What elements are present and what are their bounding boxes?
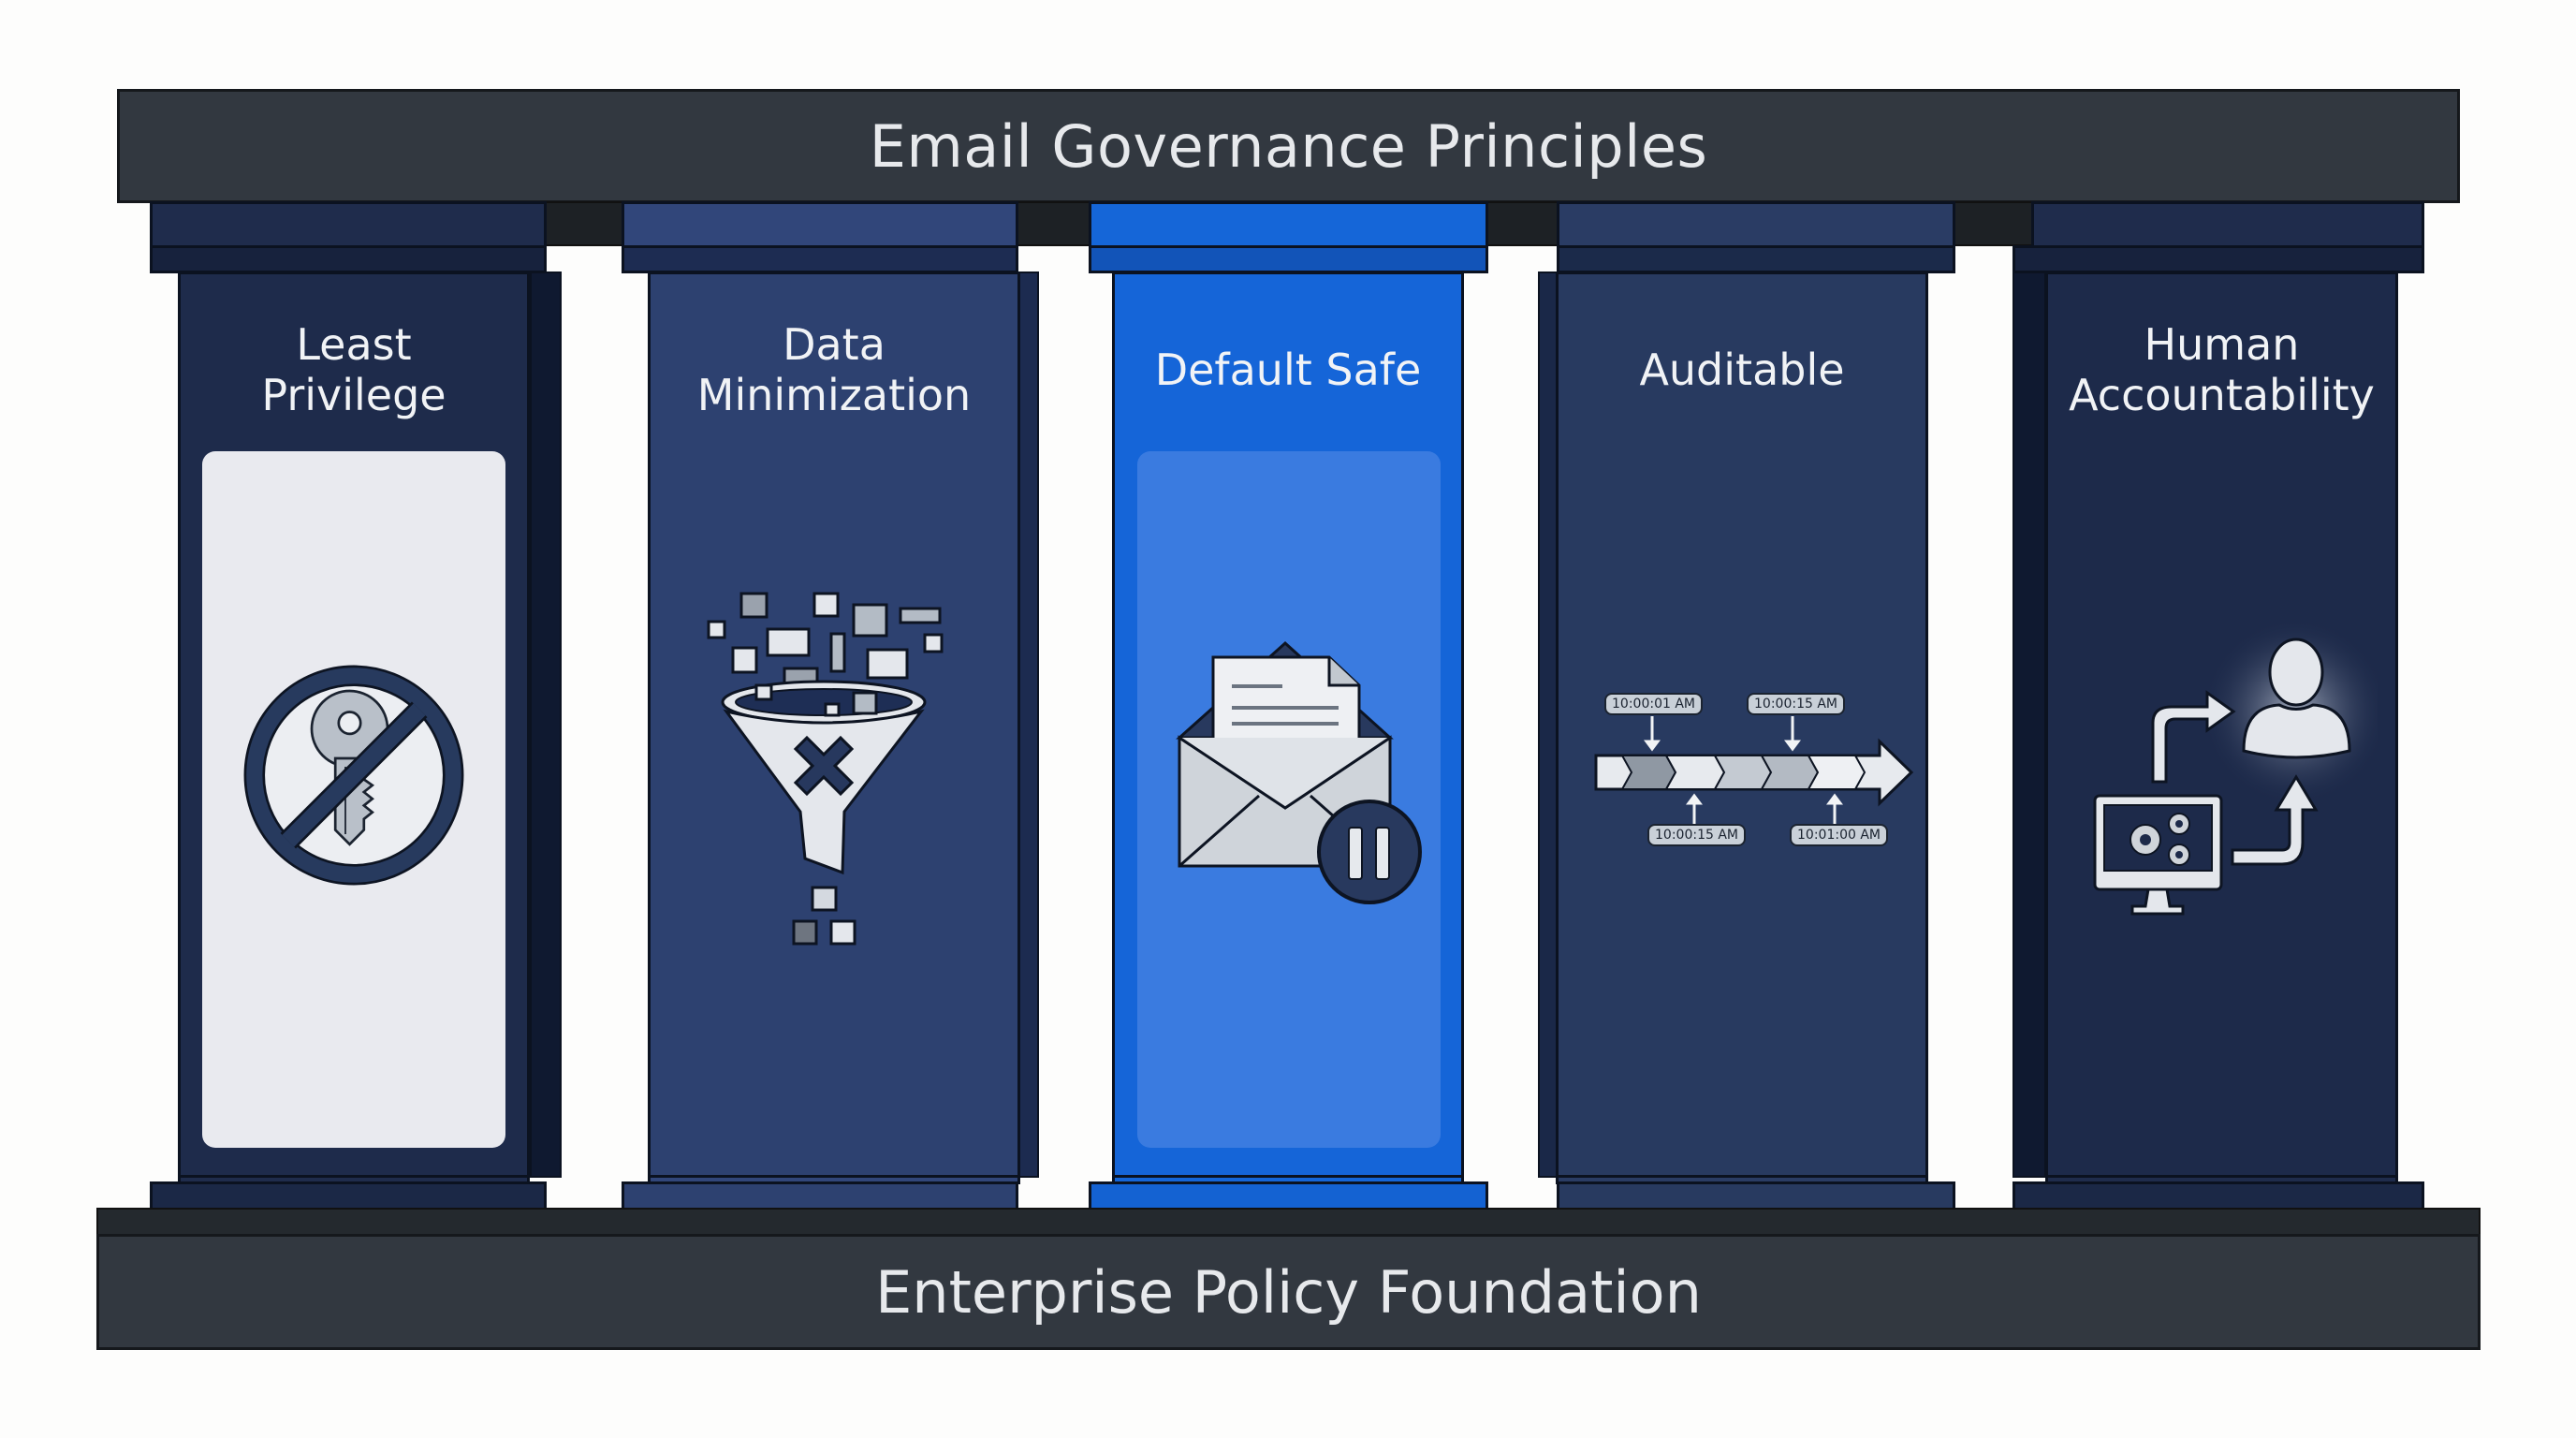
funnel-filter-icon [693,573,955,957]
timestamp-label: 10:00:01 AM [1604,693,1703,715]
capital [150,201,547,248]
no-key-icon [225,646,483,904]
timestamp-label: 10:00:15 AM [1747,693,1845,715]
capital-lower [622,245,1018,273]
diagram-title: Email Governance Principles [869,111,1708,181]
shaft: Auditable [1556,271,1928,1178]
envelope-pause-icon [1161,618,1442,917]
top-beam: Email Governance Principles [117,89,2460,203]
capital-lower [2012,245,2424,273]
capital-lower [1089,245,1488,273]
timestamp-label: 10:00:15 AM [1647,824,1746,846]
capital-lower [150,245,547,273]
shaft-side [2012,271,2046,1178]
pillar-title: Auditable [1639,345,1845,395]
capital-lower [1557,245,1955,273]
foundation-base: Enterprise Policy Foundation [96,1234,2481,1350]
shaft-side [1018,271,1039,1178]
capital [622,201,1018,248]
timestamp-label: 10:01:00 AM [1790,824,1888,846]
capital [2031,201,2424,248]
pillar-title: Default Safe [1154,345,1422,395]
timeline-icon: 10:00:01 AM 10:00:15 AM 10:00:15 AM 10:0… [1582,674,1938,861]
capital [1557,201,1955,248]
shaft-side [530,271,562,1178]
capital [1089,201,1488,248]
foundation-title: Enterprise Policy Foundation [875,1257,1702,1327]
computer-to-person-icon [2078,618,2378,927]
